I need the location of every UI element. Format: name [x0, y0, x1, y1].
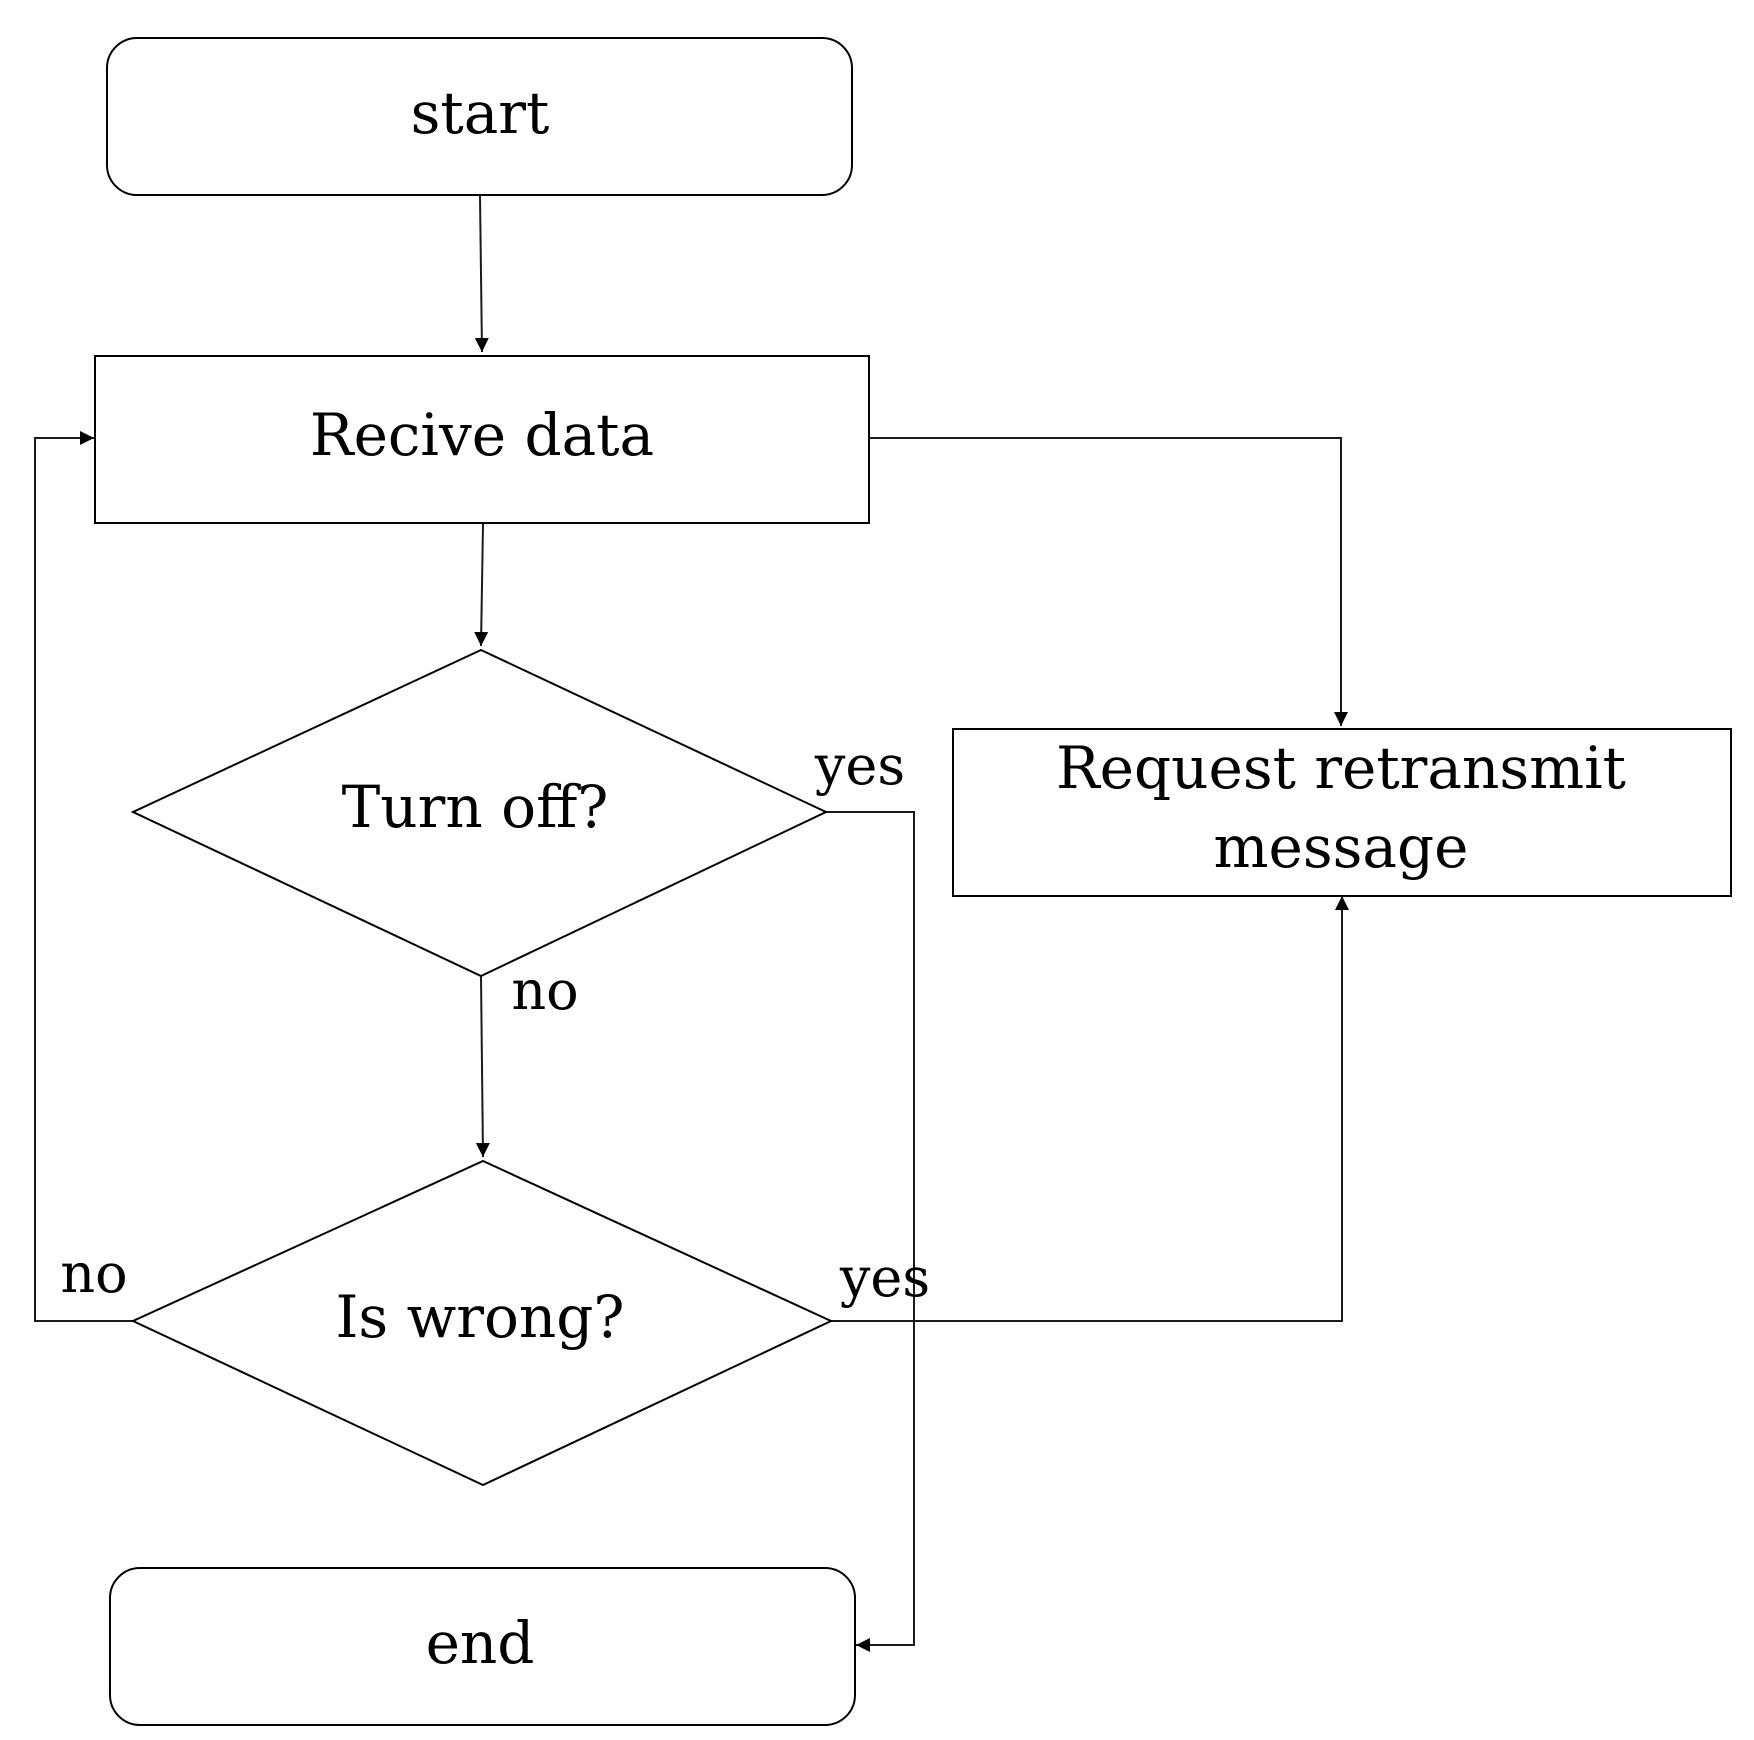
start-terminator-shape	[106, 37, 853, 196]
edge-turn-off-yes	[826, 811, 915, 1652]
is-wrong-label: Is wrong?	[336, 1283, 625, 1351]
request-retransmit-label-line2: message	[1214, 813, 1469, 881]
receive-data-label: Recive data	[310, 401, 654, 469]
end-label: end	[426, 1609, 535, 1677]
edge-receive-to-turn-off	[474, 523, 489, 647]
edge-label-turn-off-no: no	[511, 959, 578, 1022]
node-start: start	[106, 37, 853, 196]
edge-label-is-wrong-yes: yes	[839, 1246, 930, 1309]
node-turn-off-decision: Turn off?	[130, 648, 829, 978]
edge-label-is-wrong-no: no	[60, 1242, 127, 1305]
end-terminator-shape	[109, 1567, 856, 1726]
node-receive-data: Recive data	[94, 355, 870, 524]
is-wrong-diamond-shape	[130, 1159, 834, 1487]
node-is-wrong-decision: Is wrong?	[130, 1159, 834, 1487]
node-request-retransmit: Request retransmit message	[952, 728, 1732, 897]
edge-is-wrong-yes	[831, 896, 1349, 1322]
turn-off-diamond-shape	[130, 648, 829, 978]
edge-turn-off-no	[475, 975, 490, 1158]
edge-label-turn-off-yes: yes	[814, 734, 905, 797]
edge-receive-to-request	[869, 437, 1348, 726]
request-retransmit-process-shape	[952, 728, 1732, 897]
turn-off-label: Turn off?	[342, 773, 609, 841]
start-label: start	[411, 79, 550, 147]
request-retransmit-label-line1: Request retransmit	[1056, 734, 1626, 802]
edge-start-to-receive	[474, 195, 489, 353]
edge-is-wrong-no	[34, 431, 133, 1322]
receive-data-process-shape	[94, 355, 870, 524]
node-end: end	[109, 1567, 856, 1726]
